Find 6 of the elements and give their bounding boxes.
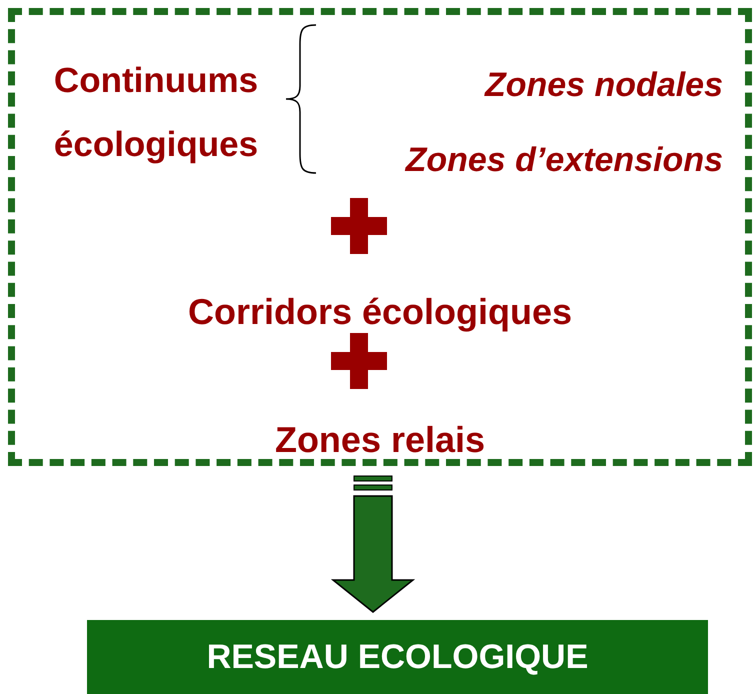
heading-text: Corridors écologiques (186, 290, 574, 334)
item-text: Zones d’extensions (406, 140, 723, 181)
heading-text: Continuums écologiques (52, 60, 260, 166)
item-text: Zones nodales (484, 65, 723, 106)
heading-text: Zones relais (274, 418, 486, 462)
result-bar: RESEAU ECOLOGIQUE (87, 620, 708, 694)
